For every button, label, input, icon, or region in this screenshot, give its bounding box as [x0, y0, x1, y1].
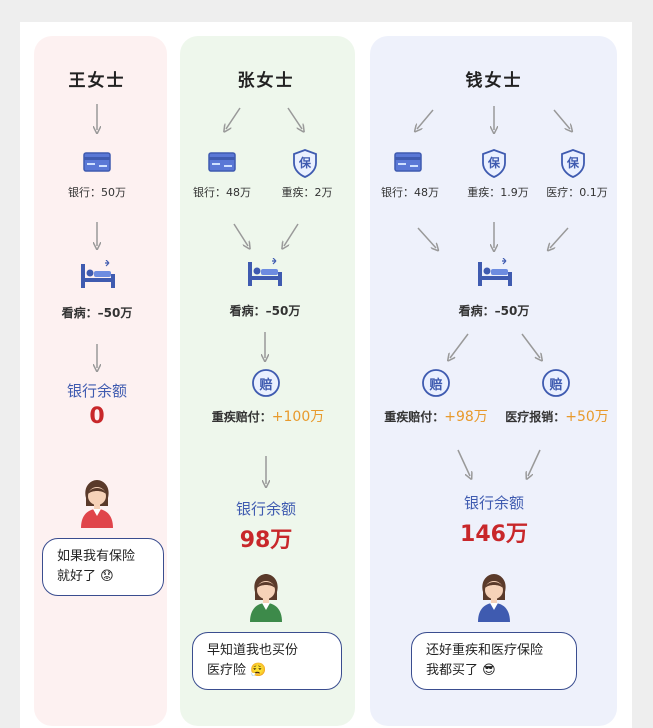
insurance-shield-icon: 保: [481, 148, 507, 178]
bubble-line: 医疗险: [207, 663, 247, 679]
coin-char: 赔: [549, 378, 563, 393]
payout-label: 重疾赔付：: [384, 410, 445, 424]
payout-value: +50万: [565, 409, 609, 425]
payout-label: 医疗报销：: [505, 410, 566, 424]
payout-coin-icon: 赔: [251, 368, 281, 398]
arrow: [528, 449, 541, 476]
speech-bubble-qian: 还好重疾和医疗保险 我都买了 😎: [411, 632, 577, 691]
payout-coin-icon: 赔: [421, 368, 451, 398]
medical-cost-wang: 看病：–50万: [61, 306, 133, 320]
insurance-shield-icon: 保: [560, 148, 586, 178]
medical-insurance-label-qian: 医疗：0.1万: [546, 186, 608, 199]
critical-label-zhang: 重疾：2万: [281, 186, 333, 199]
bubble-line: 如果我有保险: [57, 549, 136, 564]
arrow: [550, 227, 569, 248]
payout-critical-qian: 重疾赔付：+98万: [384, 406, 488, 426]
speech-bubble-wang: 如果我有保险 就好了 😟: [42, 538, 164, 597]
arrow: [450, 333, 469, 358]
woman-avatar-icon: [474, 572, 514, 622]
arrow: [417, 109, 434, 129]
bank-label-zhang: 银行：48万: [193, 186, 251, 199]
coin-char: 赔: [429, 378, 443, 393]
payout-value: +98万: [444, 409, 488, 425]
arrow: [553, 109, 570, 129]
arrow: [457, 449, 470, 476]
bubble-line: 就好了: [57, 569, 97, 585]
critical-label-qian: 重疾：1.9万: [467, 186, 529, 199]
balance-title-zhang: 银行余额: [235, 500, 297, 518]
payout-medical-qian: 医疗报销：+50万: [505, 406, 609, 426]
balance-title-wang: 银行余额: [66, 382, 128, 400]
insurance-shield-icon: 保: [292, 148, 318, 178]
diagram-frame: 王女士 银行：50万 看病：–50万 银行余额 0 如果我有保险 就好了 😟 张…: [20, 22, 632, 728]
worried-emoji-icon: 😟: [100, 569, 114, 585]
bubble-line: 我都买了: [426, 663, 479, 679]
bank-label-qian: 银行：48万: [381, 186, 439, 199]
medical-cost-zhang: 看病：–50万: [229, 304, 301, 318]
shield-char: 保: [298, 156, 312, 170]
speech-bubble-zhang: 早知道我也买份 医疗险 😮‍💨: [192, 632, 342, 691]
name-zhang: 张女士: [237, 71, 295, 91]
arrow: [417, 227, 436, 248]
medical-cost-qian: 看病：–50万: [458, 304, 530, 318]
arrow: [284, 223, 299, 246]
bank-card-icon: [394, 152, 422, 172]
balance-value-qian: 146万: [460, 522, 528, 547]
arrow: [521, 333, 540, 358]
balance-title-qian: 银行余额: [463, 494, 525, 512]
payout-label: 重疾赔付：: [211, 410, 272, 424]
payout-coin-icon: 赔: [541, 368, 571, 398]
balance-value-wang: 0: [89, 404, 105, 429]
payout-zhang: 重疾赔付：+100万: [212, 406, 324, 426]
sigh-emoji-icon: 😮‍💨: [250, 663, 267, 679]
shield-char: 保: [487, 156, 501, 170]
balance-value-zhang: 98万: [239, 528, 293, 553]
bubble-line: 还好重疾和医疗保险: [426, 643, 544, 658]
panel-wang: [34, 36, 167, 726]
payout-value: +100万: [271, 409, 325, 425]
hospital-bed-icon: [476, 258, 514, 288]
coin-char: 赔: [259, 378, 273, 393]
name-qian: 钱女士: [465, 71, 523, 91]
name-wang: 王女士: [68, 71, 126, 91]
flow-arrows: [20, 104, 632, 728]
arrow: [233, 223, 248, 246]
sunglasses-emoji-icon: 😎: [482, 663, 496, 679]
bank-card-icon: [208, 152, 236, 172]
bank-label-wang: 银行：50万: [68, 186, 126, 199]
bubble-line: 早知道我也买份: [207, 643, 299, 658]
hospital-bed-icon: [246, 258, 284, 288]
shield-char: 保: [566, 156, 580, 170]
woman-avatar-icon: [77, 478, 117, 528]
arrow: [287, 107, 302, 129]
hospital-bed-icon: [79, 260, 117, 290]
woman-avatar-icon: [246, 572, 286, 622]
bank-card-icon: [83, 152, 111, 172]
arrow: [226, 107, 241, 129]
